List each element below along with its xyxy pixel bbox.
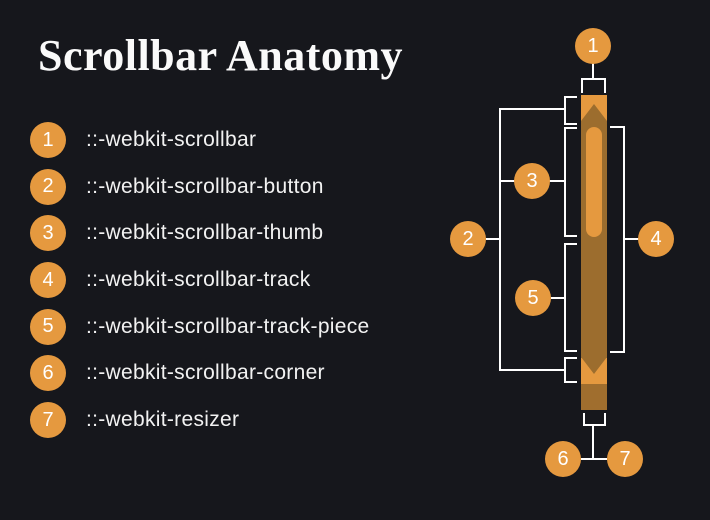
callout-line (592, 63, 594, 80)
legend-label: ::-webkit-scrollbar (86, 128, 257, 151)
legend-badge: 7 (30, 402, 66, 439)
bracket-line (564, 357, 566, 383)
legend-item: 2 ::-webkit-scrollbar-button (30, 168, 370, 205)
legend-label: ::-webkit-scrollbar-corner (86, 361, 325, 385)
scroll-down-arrow-icon (581, 357, 607, 374)
legend-label: ::-webkit-scrollbar-button (86, 174, 324, 198)
legend-badge: 3 (30, 215, 66, 252)
callout-line (551, 297, 565, 299)
legend-item: 6 ::-webkit-scrollbar-corner (30, 355, 370, 392)
bracket-line (564, 235, 577, 237)
legend-badge: 6 (30, 355, 66, 392)
legend-item: 1 ::-webkit-scrollbar (30, 122, 370, 158)
legend-label: ::-webkit-resizer (86, 408, 240, 432)
bracket-line (564, 243, 566, 352)
bracket-line (610, 126, 623, 128)
legend-item: 3 ::-webkit-scrollbar-thumb (30, 215, 370, 252)
diagram-callout-2: 2 (450, 221, 486, 257)
bracket-line (610, 351, 623, 353)
bracket-line (564, 123, 577, 125)
bracket-line (583, 413, 585, 426)
legend-item: 4 ::-webkit-scrollbar-track (30, 262, 370, 299)
legend-label: ::-webkit-scrollbar-thumb (86, 221, 324, 245)
callout-line (592, 424, 594, 459)
callout-line (499, 369, 565, 371)
bracket-line (583, 424, 606, 426)
diagram-callout-4: 4 (638, 221, 674, 257)
legend-item: 5 ::-webkit-scrollbar-track-piece (30, 308, 370, 345)
legend-label: ::-webkit-scrollbar-track (86, 268, 311, 292)
diagram-callout-3: 3 (514, 163, 550, 199)
callout-line (486, 238, 500, 240)
bracket-line (564, 96, 566, 125)
bracket-line (604, 78, 606, 93)
diagram-callout-7: 7 (607, 441, 643, 477)
bracket-line (564, 381, 577, 383)
legend-badge: 1 (30, 122, 66, 158)
bracket-line (564, 127, 577, 129)
legend-label: ::-webkit-scrollbar-track-piece (86, 314, 370, 338)
legend-list: 1 ::-webkit-scrollbar 2 ::-webkit-scroll… (30, 122, 370, 439)
legend-badge: 2 (30, 168, 66, 205)
callout-line (499, 108, 565, 110)
scrollbar-thumb (586, 127, 602, 237)
legend-badge: 4 (30, 262, 66, 299)
diagram-callout-1: 1 (575, 28, 611, 64)
bracket-line (564, 357, 577, 359)
callout-line (581, 458, 607, 460)
bracket-line (564, 243, 577, 245)
bracket-line (564, 127, 566, 237)
bracket-line (564, 96, 577, 98)
scroll-up-arrow-icon (581, 104, 607, 121)
bracket-line (581, 78, 583, 93)
bracket-line (581, 78, 606, 80)
diagram-callout-6: 6 (545, 441, 581, 477)
callout-line (499, 180, 515, 182)
bracket-line (604, 413, 606, 426)
scrollbar-corner (581, 384, 607, 410)
diagram-callout-5: 5 (515, 280, 551, 316)
bracket-line (564, 350, 577, 352)
page-title: Scrollbar Anatomy (38, 31, 404, 80)
legend-badge: 5 (30, 308, 66, 345)
legend-item: 7 ::-webkit-resizer (30, 402, 370, 439)
callout-line (623, 238, 639, 240)
bracket-line (499, 108, 501, 371)
callout-line (549, 180, 565, 182)
